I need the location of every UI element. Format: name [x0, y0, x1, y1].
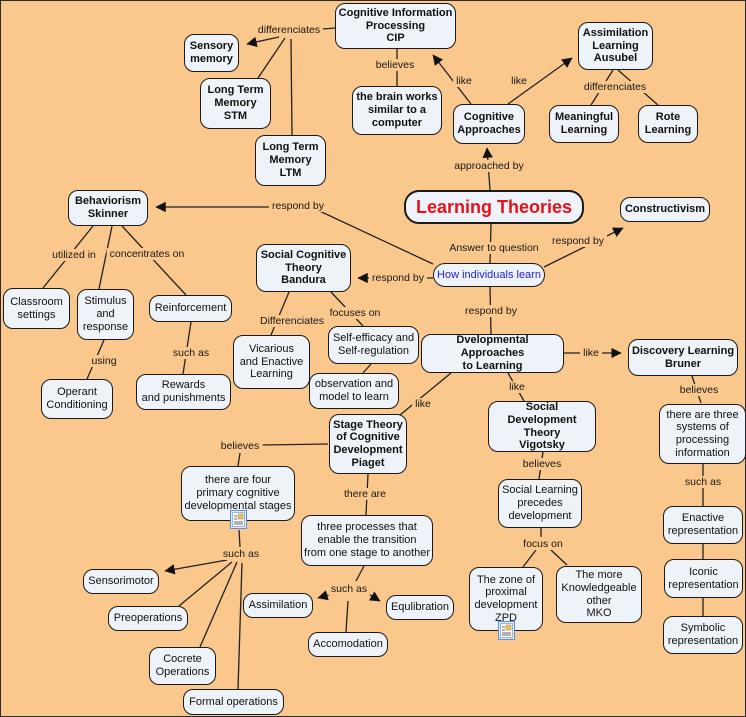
edge: [270, 291, 290, 336]
node-observation-model-learn[interactable]: observation and model to learn: [309, 373, 399, 409]
node-accommodation[interactable]: Accomodation: [308, 632, 388, 657]
node-long-term-memory-stm[interactable]: Long Term Memory STM: [200, 78, 271, 129]
edge: [238, 529, 241, 548]
edge-label-like-piaget[interactable]: like: [412, 398, 434, 410]
node-brain-like-computer[interactable]: the brain works similar to a computer: [352, 86, 442, 135]
node-how-individuals-learn[interactable]: How individuals learn: [433, 263, 545, 287]
node-cognitive-approaches[interactable]: Cognitive Approaches: [453, 104, 525, 144]
edge-label-focuses-on[interactable]: focuses on: [326, 307, 384, 319]
edge-label-believes-bruner[interactable]: believes: [676, 384, 722, 396]
node-stage-theory-piaget[interactable]: Stage Theory of Cognitive Development Pi…: [329, 414, 407, 474]
edge: [550, 549, 568, 566]
edge-label-like-cip[interactable]: like: [453, 75, 475, 87]
node-sensorimotor[interactable]: Sensorimotor: [83, 569, 159, 594]
edge-label-like-vigotsky[interactable]: like: [506, 381, 528, 393]
edge: [310, 206, 434, 265]
node-sensory-memory[interactable]: Sensory memory: [184, 34, 239, 72]
node-rote-learning[interactable]: Rote Learning: [638, 105, 698, 143]
edge: [432, 54, 472, 105]
edge-label-utilized-in[interactable]: utilized in: [49, 249, 99, 261]
edge-label-believes-cip[interactable]: believes: [372, 59, 418, 71]
edge: [507, 57, 573, 105]
edge-label-believes-vigotsky[interactable]: believes: [519, 458, 565, 470]
resource-link-icon[interactable]: [498, 621, 515, 640]
node-long-term-memory-ltm[interactable]: Long Term Memory LTM: [255, 135, 326, 186]
edge: [237, 452, 241, 467]
node-reinforcement[interactable]: Reinforcement: [149, 295, 232, 322]
edge: [362, 363, 372, 374]
edge: [178, 561, 233, 607]
edge: [98, 225, 113, 290]
edge-label-respond-by-behaviorism[interactable]: respond by: [269, 200, 327, 212]
edge-label-such-as-bruner[interactable]: such as: [681, 476, 725, 488]
edge: [237, 562, 243, 690]
edge: [543, 227, 624, 268]
edge-label-differenciates-cip[interactable]: differenciates: [254, 24, 324, 36]
node-zone-proximal-development[interactable]: The zone of proximal development ZPD: [469, 567, 543, 631]
edge: [399, 372, 452, 416]
edge-label-differenciates-ausubel[interactable]: differenciates: [580, 81, 650, 93]
node-equilibration[interactable]: Equlibration: [386, 595, 454, 620]
edge: [290, 38, 293, 136]
edge-label-like-ausubel[interactable]: like: [508, 75, 530, 87]
node-iconic-representation[interactable]: Iconic representation: [664, 559, 743, 598]
edge-label-using[interactable]: using: [88, 355, 120, 367]
edge: [257, 37, 286, 79]
node-self-efficacy-regulation[interactable]: Self-efficacy and Self-regulation: [328, 326, 419, 364]
edge: [121, 225, 187, 296]
node-stimulus-response[interactable]: Stimulus and response: [77, 289, 134, 340]
node-learning-theories-title[interactable]: Learning Theories: [404, 190, 584, 224]
node-assimilation-learning-ausubel[interactable]: Assimilation Learning Ausubel: [578, 22, 653, 70]
edge-label-approached-by[interactable]: approached by: [451, 160, 527, 172]
edge: [345, 600, 349, 633]
edge: [246, 36, 280, 47]
resource-link-icon[interactable]: [230, 510, 247, 529]
node-meaningful-learning[interactable]: Meaningful Learning: [549, 105, 619, 143]
edge-label-there-are[interactable]: there are: [340, 488, 390, 500]
edge-label-differenciates-bandura[interactable]: Differenciates: [256, 315, 328, 327]
edge-label-focus-on[interactable]: focus on: [520, 538, 566, 550]
node-symbolic-representation[interactable]: Symbolic representation: [663, 616, 743, 654]
edge: [522, 549, 537, 568]
node-formal-operations[interactable]: Formal operations: [183, 689, 284, 715]
node-three-systems-processing[interactable]: there are three systems of processing in…: [659, 404, 745, 464]
edge-label-such-as-reinforcement[interactable]: such as: [169, 347, 213, 359]
node-rewards-punishments[interactable]: Rewards and punishments: [136, 374, 231, 410]
node-vicarious-enactive-learning[interactable]: Vicarious and Enactive Learning: [233, 335, 310, 389]
edge-label-like-discovery[interactable]: like: [580, 347, 602, 359]
node-enactive-representation[interactable]: Enactive representation: [663, 506, 743, 544]
node-developmental-approaches[interactable]: Dvelopmental Approaches to Learning: [421, 334, 564, 373]
node-constructivism[interactable]: Constructivism: [620, 197, 710, 222]
edge-label-respond-by-bandura[interactable]: respond by: [369, 272, 427, 284]
edge: [164, 559, 228, 575]
edge-label-such-as-processes[interactable]: such as: [327, 583, 371, 595]
node-more-knowledgeable-other[interactable]: The more Knowledgeable other MKO: [556, 566, 642, 623]
edge: [199, 561, 238, 648]
node-social-cognitive-theory-bandura[interactable]: Social Cognitive Theory Bandura: [256, 244, 351, 292]
node-discovery-learning-bruner[interactable]: Discovery Learning Bruner: [628, 339, 738, 376]
edge-label-respond-by-constructivism[interactable]: respond by: [549, 235, 607, 247]
edge: [355, 565, 365, 582]
edge: [322, 27, 336, 30]
edge-label-such-as-stages[interactable]: such as: [219, 548, 263, 560]
edge-label-believes-piaget[interactable]: believes: [217, 440, 263, 452]
edge-label-concentrates-on[interactable]: concentrates on: [106, 248, 188, 260]
node-classroom-settings[interactable]: Classroom settings: [3, 288, 70, 329]
node-preoperations[interactable]: Preoperations: [108, 606, 188, 631]
node-assimilation[interactable]: Assimilation: [243, 593, 313, 618]
node-concrete-operations[interactable]: Cocrete Operations: [149, 647, 216, 685]
node-operant-conditioning[interactable]: Operant Conditioning: [41, 379, 113, 419]
edge-label-respond-by-developmental[interactable]: respond by: [462, 305, 520, 317]
edge: [261, 443, 329, 446]
node-three-processes-transition[interactable]: three processes that enable the transiti…: [301, 515, 433, 566]
node-social-learning-precedes[interactable]: Social Learning precedes development: [498, 479, 582, 528]
node-social-development-theory-vigotsky[interactable]: Social Development Theory Vigotsky: [488, 401, 596, 452]
node-behaviorism-skinner[interactable]: Behaviorism Skinner: [68, 190, 148, 226]
node-cognitive-information-processing[interactable]: Cognitive Information Processing CIP: [335, 3, 456, 49]
edge-label-answer-to-question[interactable]: Answer to question: [446, 242, 542, 254]
